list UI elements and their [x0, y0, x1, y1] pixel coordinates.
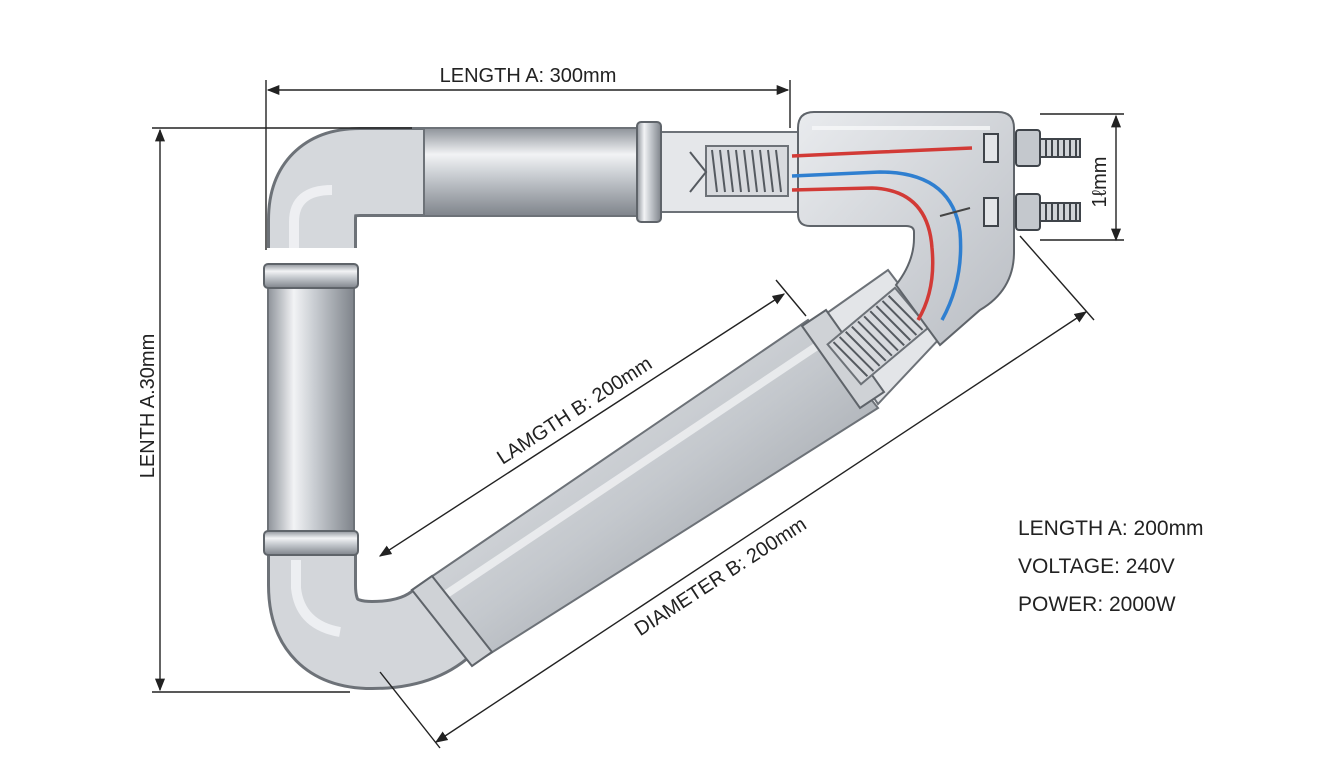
spec-voltage: VOLTAGE: 240V [1018, 555, 1175, 578]
spec-power: POWER: 2000W [1018, 593, 1176, 616]
left-length-label: LENTH A.30mm [137, 334, 159, 478]
spec-length: LENGTH A: 200mm [1018, 517, 1204, 540]
top-length-label: LENGTH A: 300mm [440, 65, 617, 87]
spec-panel: LENGTH A: 200mm VOLTAGE: 240V POWER: 200… [1018, 512, 1204, 626]
internal-wiring [791, 146, 973, 321]
terminal-height-label: 1ℓmm [1089, 157, 1111, 208]
terminal-stud-icon [983, 129, 1081, 231]
dimension-lines [152, 80, 1124, 749]
